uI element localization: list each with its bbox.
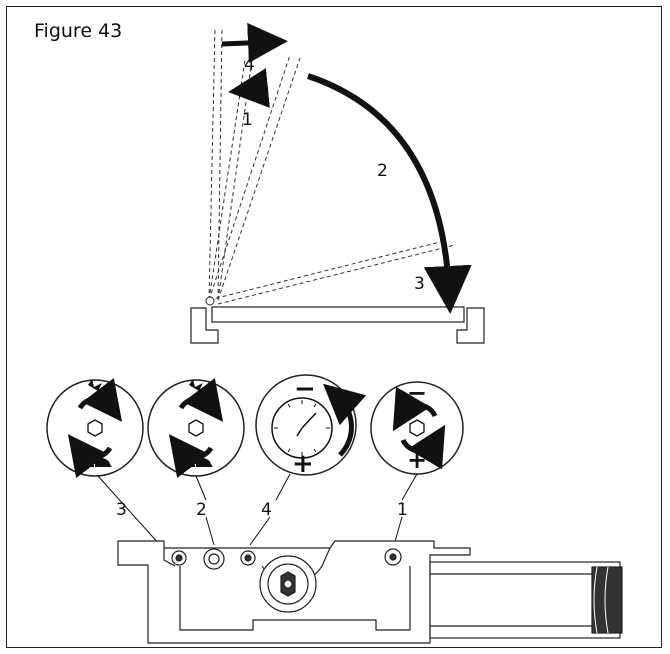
dial-label-2: 2 — [196, 500, 207, 520]
hinge-pivot — [205, 296, 215, 306]
adjustment-dials: − + − + 3 2 4 1 — [46, 374, 464, 546]
closed-door-leaf — [211, 306, 465, 323]
figure-frame — [6, 6, 662, 648]
leader-lines — [97, 473, 418, 546]
hare-tortoise-speed-icon — [67, 377, 123, 479]
door-closer-body — [117, 540, 623, 644]
frame-right-jamb — [456, 307, 485, 344]
phase-label-2: 2 — [377, 161, 388, 181]
force-dial-1: − + — [370, 379, 464, 475]
speed-dial-3 — [46, 377, 144, 479]
speed-dial-2 — [147, 377, 245, 479]
arrow-phase-2-3 — [307, 73, 472, 314]
dial-label-1: 1 — [397, 500, 408, 520]
arrow-phase-4 — [221, 22, 288, 63]
phase-label-1: 1 — [242, 110, 253, 130]
door-swing-diagram: 4 1 2 3 — [190, 22, 485, 344]
phase-label-3: 3 — [414, 274, 425, 294]
door-position-lines — [208, 27, 456, 305]
arrow-phase-1 — [228, 68, 270, 108]
minus-sign: − — [294, 374, 316, 404]
figure-title: Figure 43 — [34, 20, 123, 42]
minus-sign: − — [407, 379, 427, 407]
dial-label-3: 3 — [116, 500, 127, 520]
phase-label-4: 4 — [244, 55, 255, 75]
frame-left-jamb — [190, 307, 219, 344]
delay-dial-4: − + — [255, 374, 367, 479]
clock-delay-icon — [271, 383, 367, 459]
plus-sign: + — [292, 449, 314, 479]
force-valve-icon — [392, 386, 446, 470]
hare-tortoise-speed-icon — [168, 377, 224, 479]
plus-sign: + — [407, 446, 427, 474]
dial-label-4: 4 — [261, 500, 272, 520]
